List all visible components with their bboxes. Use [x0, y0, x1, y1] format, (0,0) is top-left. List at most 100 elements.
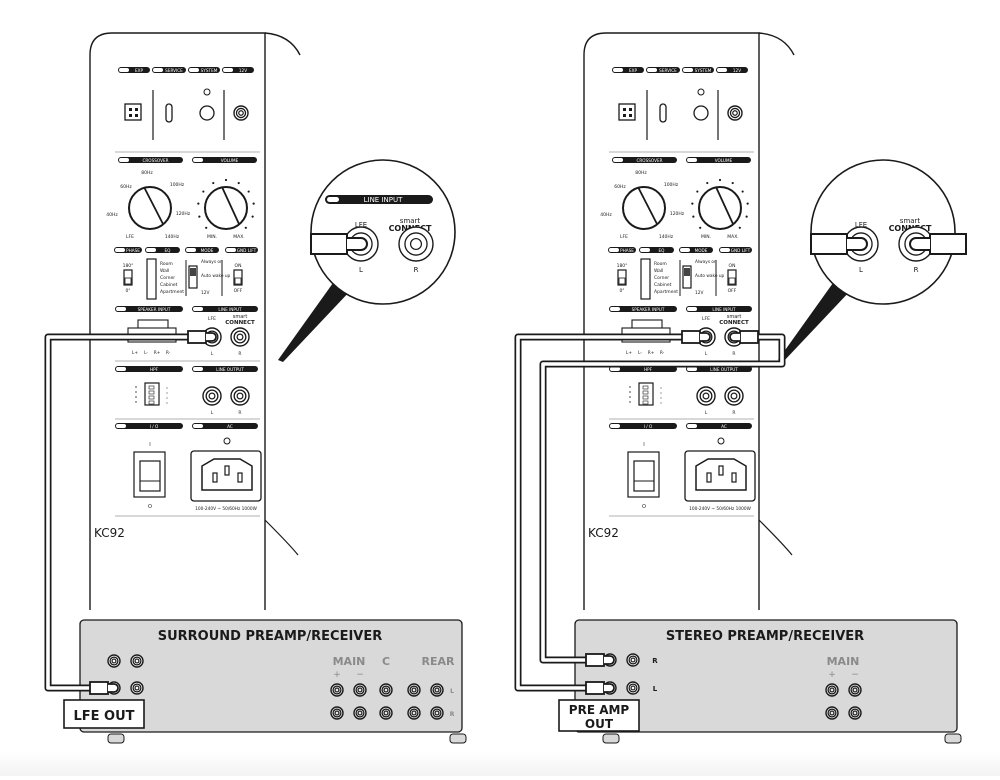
crossover-knob [622, 186, 666, 230]
section-label-bar [115, 306, 183, 312]
volume-tick [741, 190, 744, 193]
section-label-bar [612, 157, 677, 163]
plug-tip [604, 655, 615, 665]
section-label-bar [686, 423, 752, 429]
receiver-speaker-jack [430, 683, 444, 697]
rca-outer [398, 226, 434, 262]
hpf-dot [629, 386, 631, 388]
receiver-jack [626, 653, 640, 667]
12v-trigger-jack [727, 105, 743, 121]
rca-pin [852, 687, 858, 693]
section-label-badge [193, 307, 203, 311]
receiver-minus: − [851, 670, 859, 680]
hpf-dip [642, 385, 649, 390]
rca-ring [381, 685, 391, 695]
right-l-plug-receiver [585, 681, 615, 695]
rca-pin [334, 710, 340, 716]
callout-smart-label: smart [400, 217, 421, 225]
crossover-40hz: 40Hz [600, 212, 612, 218]
rca-pin [409, 237, 423, 251]
plug-tip [729, 332, 740, 342]
exp-port-pin [629, 108, 632, 111]
eq-option: Corner [654, 275, 669, 281]
phase-switch-lever [124, 277, 132, 285]
rca-pin [434, 687, 440, 693]
section-label-badge [116, 367, 126, 371]
rca-ring [332, 708, 342, 718]
left-lfe-plug-panel [187, 330, 217, 344]
section-label-text: CROSSOVER [636, 158, 662, 163]
crossover-60hz: 60Hz [614, 184, 626, 190]
exp-label: EXP [612, 67, 644, 73]
v12-label: 12V [716, 67, 748, 73]
section-label-text: LINE INPUT [218, 307, 242, 312]
eq-option: Wall [654, 268, 663, 274]
volume-knob [204, 186, 248, 230]
rca-ring [628, 655, 638, 665]
pre-amp-out-box [558, 699, 640, 732]
section-label-badge [687, 158, 697, 162]
plug-tip [206, 332, 217, 342]
eq-option: Wall [160, 268, 169, 274]
exp-port [124, 103, 142, 121]
callout-title-badge [327, 197, 339, 202]
rca-ring [729, 107, 741, 119]
mode-switch-lever [190, 268, 196, 276]
section-label-badge [186, 248, 196, 252]
section-label-badge [223, 68, 233, 72]
gnd-on: ON [235, 263, 242, 269]
volume-tick [197, 202, 200, 205]
callout-l-plug [310, 233, 348, 255]
rca-pin [334, 687, 340, 693]
volume-tick [691, 202, 694, 205]
section-label-bar [192, 423, 258, 429]
rca-ring [850, 685, 860, 695]
crossover-60hz: 60Hz [120, 184, 132, 190]
rca-pin [434, 710, 440, 716]
rca-pin [134, 658, 140, 664]
volume-tick [706, 181, 709, 185]
hpf-dip [148, 400, 155, 405]
ac-label: AC [192, 423, 258, 429]
callout-smart-label: smart [900, 217, 921, 225]
usb-c-port [165, 103, 173, 123]
exp-port-pin [129, 114, 132, 117]
service-label: SERVICE [152, 67, 186, 73]
rca-pin [630, 685, 636, 691]
crossover-knob [128, 186, 172, 230]
ac-pin [224, 465, 230, 476]
rca-pin [357, 687, 363, 693]
callout-title-bar [325, 195, 433, 204]
rca-ring [109, 656, 119, 666]
receiver-foot [107, 733, 125, 744]
section-label-text: HPF [150, 367, 159, 372]
rca-ring [628, 683, 638, 693]
mode-label: MODE [185, 247, 219, 253]
callout-l-plug-tip [347, 237, 368, 251]
v12-label: 12V [222, 67, 254, 73]
section-label-text: MODE [695, 248, 708, 253]
rca-pin [411, 687, 417, 693]
crossover-120hz: 120Hz [176, 211, 191, 217]
rca-ring [235, 107, 247, 119]
section-label-badge [687, 367, 697, 371]
speaker-terminal-label: L- [144, 350, 148, 356]
rca-pin [383, 687, 389, 693]
receiver-foot [944, 733, 962, 744]
line-output-r-label: R [732, 410, 735, 416]
volume-tick [247, 190, 250, 193]
section-label-text: EQ [659, 248, 666, 253]
eq-switch [640, 258, 651, 300]
section-label-badge [193, 367, 203, 371]
volume-label: VOLUME [686, 157, 751, 163]
gnd-lift-label: GND LIFT [719, 247, 752, 253]
section-label-text: EXP [629, 68, 638, 73]
receiver-speaker-jack [407, 706, 421, 720]
callout-r-label: R [914, 266, 919, 274]
gnd-lift-label: GND LIFT [225, 247, 258, 253]
ac-pin [731, 472, 737, 483]
system-label: SYSTEM [682, 67, 714, 73]
volume-tick [202, 190, 205, 193]
rca-pin [383, 710, 389, 716]
cabinet-side [758, 32, 795, 56]
